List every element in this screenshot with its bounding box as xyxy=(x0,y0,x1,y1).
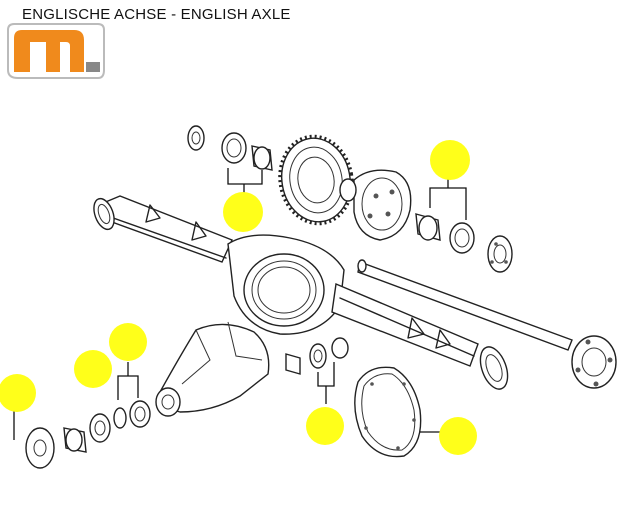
rear-cover-gasket xyxy=(354,366,422,458)
page-title: ENGLISCHE ACHSE - ENGLISH AXLE xyxy=(22,6,291,23)
marker-bottom-left-mid xyxy=(74,350,112,388)
leader-line-middle xyxy=(317,362,335,404)
marker-gasket xyxy=(439,417,477,455)
marker-bottom-left-flange xyxy=(0,374,36,412)
brand-logo xyxy=(7,23,105,79)
marker-center-bottom xyxy=(306,407,344,445)
leader-line-top-left xyxy=(227,168,263,196)
leader-line-top-right xyxy=(429,178,467,220)
leader-line-bottom-bearings xyxy=(117,362,139,400)
axle-housing xyxy=(93,195,509,390)
pinion-bearing-set-middle xyxy=(285,337,349,375)
marker-bottom-left-upper xyxy=(109,323,147,361)
pinion-flange-and-seals xyxy=(25,400,151,469)
crown-wheel xyxy=(278,134,354,226)
marker-group xyxy=(0,140,477,455)
differential-case xyxy=(339,169,412,241)
pinion-carrier xyxy=(155,321,270,417)
marker-top-right xyxy=(430,140,470,180)
pinion-bearing-set-top xyxy=(187,125,273,171)
marker-top-left xyxy=(223,192,263,232)
half-shaft xyxy=(357,259,617,389)
side-bearing-set-right xyxy=(415,213,513,273)
